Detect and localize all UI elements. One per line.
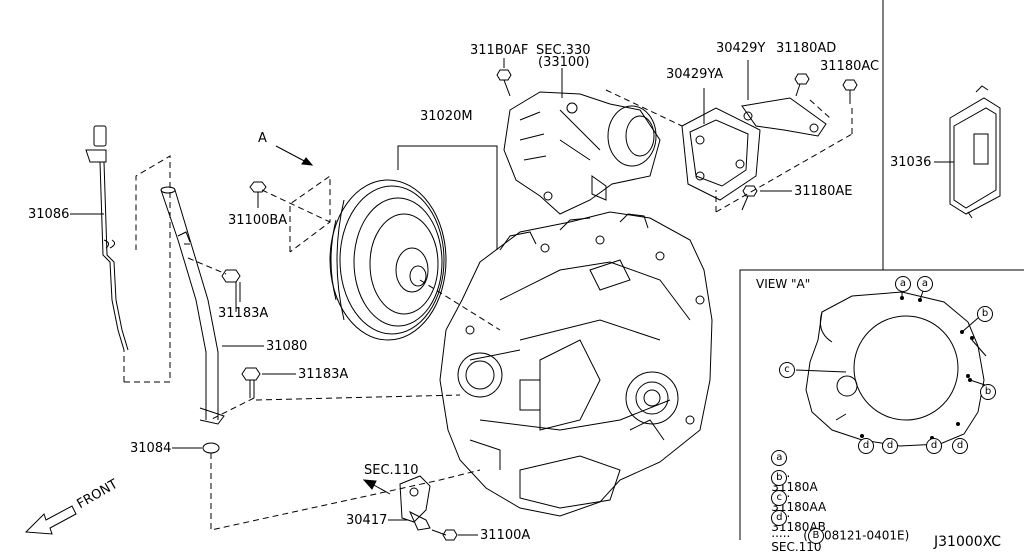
bolt-31183A-lower — [241, 367, 261, 398]
bolt-31180AD — [794, 73, 810, 97]
label-311B0AF: 311B0AF — [470, 43, 529, 58]
callout-d-1: d — [858, 438, 874, 454]
callout-b-2: b — [980, 384, 996, 400]
callout-a-1: a — [895, 276, 911, 292]
control-unit-31036 — [949, 85, 1001, 219]
bolt-31183A-upper — [221, 269, 241, 302]
callout-d-4: d — [952, 438, 968, 454]
label-31183A-upper: 31183A — [218, 306, 269, 321]
bolt-31100A — [431, 529, 458, 541]
legend-value-d: SEC.110 — [771, 540, 822, 554]
shield-30417 — [399, 475, 431, 531]
bolt-31100BA — [249, 181, 267, 208]
label-sec330: SEC.330 — [536, 43, 591, 58]
callout-d-2: d — [882, 438, 898, 454]
label-sec330-sub: (33100) — [538, 55, 590, 70]
label-30429Y: 30429Y — [716, 41, 766, 56]
label-view-a: VIEW "A" — [756, 277, 811, 291]
dipstick-dashed-frame — [123, 155, 171, 383]
bolt-31180AC — [842, 79, 858, 104]
front-arrow-icon — [24, 505, 77, 535]
bolt-31180AE — [741, 185, 758, 211]
label-31020M: 31020M — [420, 109, 473, 124]
legend-value-b: 31180AA — [771, 500, 827, 514]
leader-31020M — [397, 145, 498, 250]
oil-pump-sec330 — [503, 91, 661, 215]
legend-row-d: d ..... SEC.110 — [756, 496, 822, 556]
bracket-30429Y — [741, 97, 827, 137]
o-ring-31084 — [202, 442, 220, 454]
callout-c-1: c — [779, 362, 795, 378]
label-31080: 31080 — [266, 339, 308, 354]
bracket-30429YA — [681, 107, 761, 201]
view-a-frame — [739, 269, 1024, 540]
label-31183A-lower: 31183A — [298, 367, 349, 382]
filler-tube-31080 — [160, 186, 225, 425]
dashed-leaders — [187, 175, 501, 531]
label-view-arrow-a: A — [258, 131, 267, 146]
callout-d-3: d — [926, 438, 942, 454]
view-a-housing — [805, 291, 985, 447]
bracket-dashed-leaders — [605, 89, 853, 213]
legend-d-sub-value: 08121-0401E) — [823, 528, 910, 543]
callout-a-2: a — [917, 276, 933, 292]
legend-key-c: c — [771, 490, 788, 506]
dipstick-31086 — [85, 125, 129, 351]
callout-b-1: b — [977, 306, 993, 322]
label-31036: 31036 — [890, 155, 932, 170]
bolt-311B0AF — [496, 69, 512, 97]
sec110-arrow — [362, 479, 391, 495]
label-30417: 30417 — [346, 513, 388, 528]
legend-d-sub-key: B — [807, 528, 824, 544]
label-31100A: 31100A — [480, 528, 531, 543]
label-31100BA: 31100BA — [228, 213, 288, 228]
diagram-code: J31000XC — [934, 534, 1002, 550]
legend-key-b: b — [771, 470, 788, 486]
legend-row-b: b ..... 31180AA — [756, 456, 826, 528]
legend-d-sub-prefix: ( — [803, 528, 808, 543]
view-a-arrow — [275, 145, 314, 166]
label-31086: 31086 — [28, 207, 70, 222]
transmission-case — [439, 211, 713, 517]
legend-key-a: a — [771, 450, 788, 466]
label-31180AC: 31180AC — [820, 59, 880, 74]
label-30429YA: 30429YA — [666, 67, 724, 82]
label-31180AE: 31180AE — [794, 184, 853, 199]
torque-converter-31020M — [329, 179, 447, 341]
label-31180AD: 31180AD — [776, 41, 837, 56]
legend-dots-d: ..... — [771, 526, 791, 540]
label-sec110: SEC.110 — [364, 463, 419, 478]
view-a-bolt-holes — [860, 296, 974, 442]
label-31084: 31084 — [130, 441, 172, 456]
legend-key-d: d — [771, 510, 788, 526]
view-a-callouts — [795, 287, 989, 440]
